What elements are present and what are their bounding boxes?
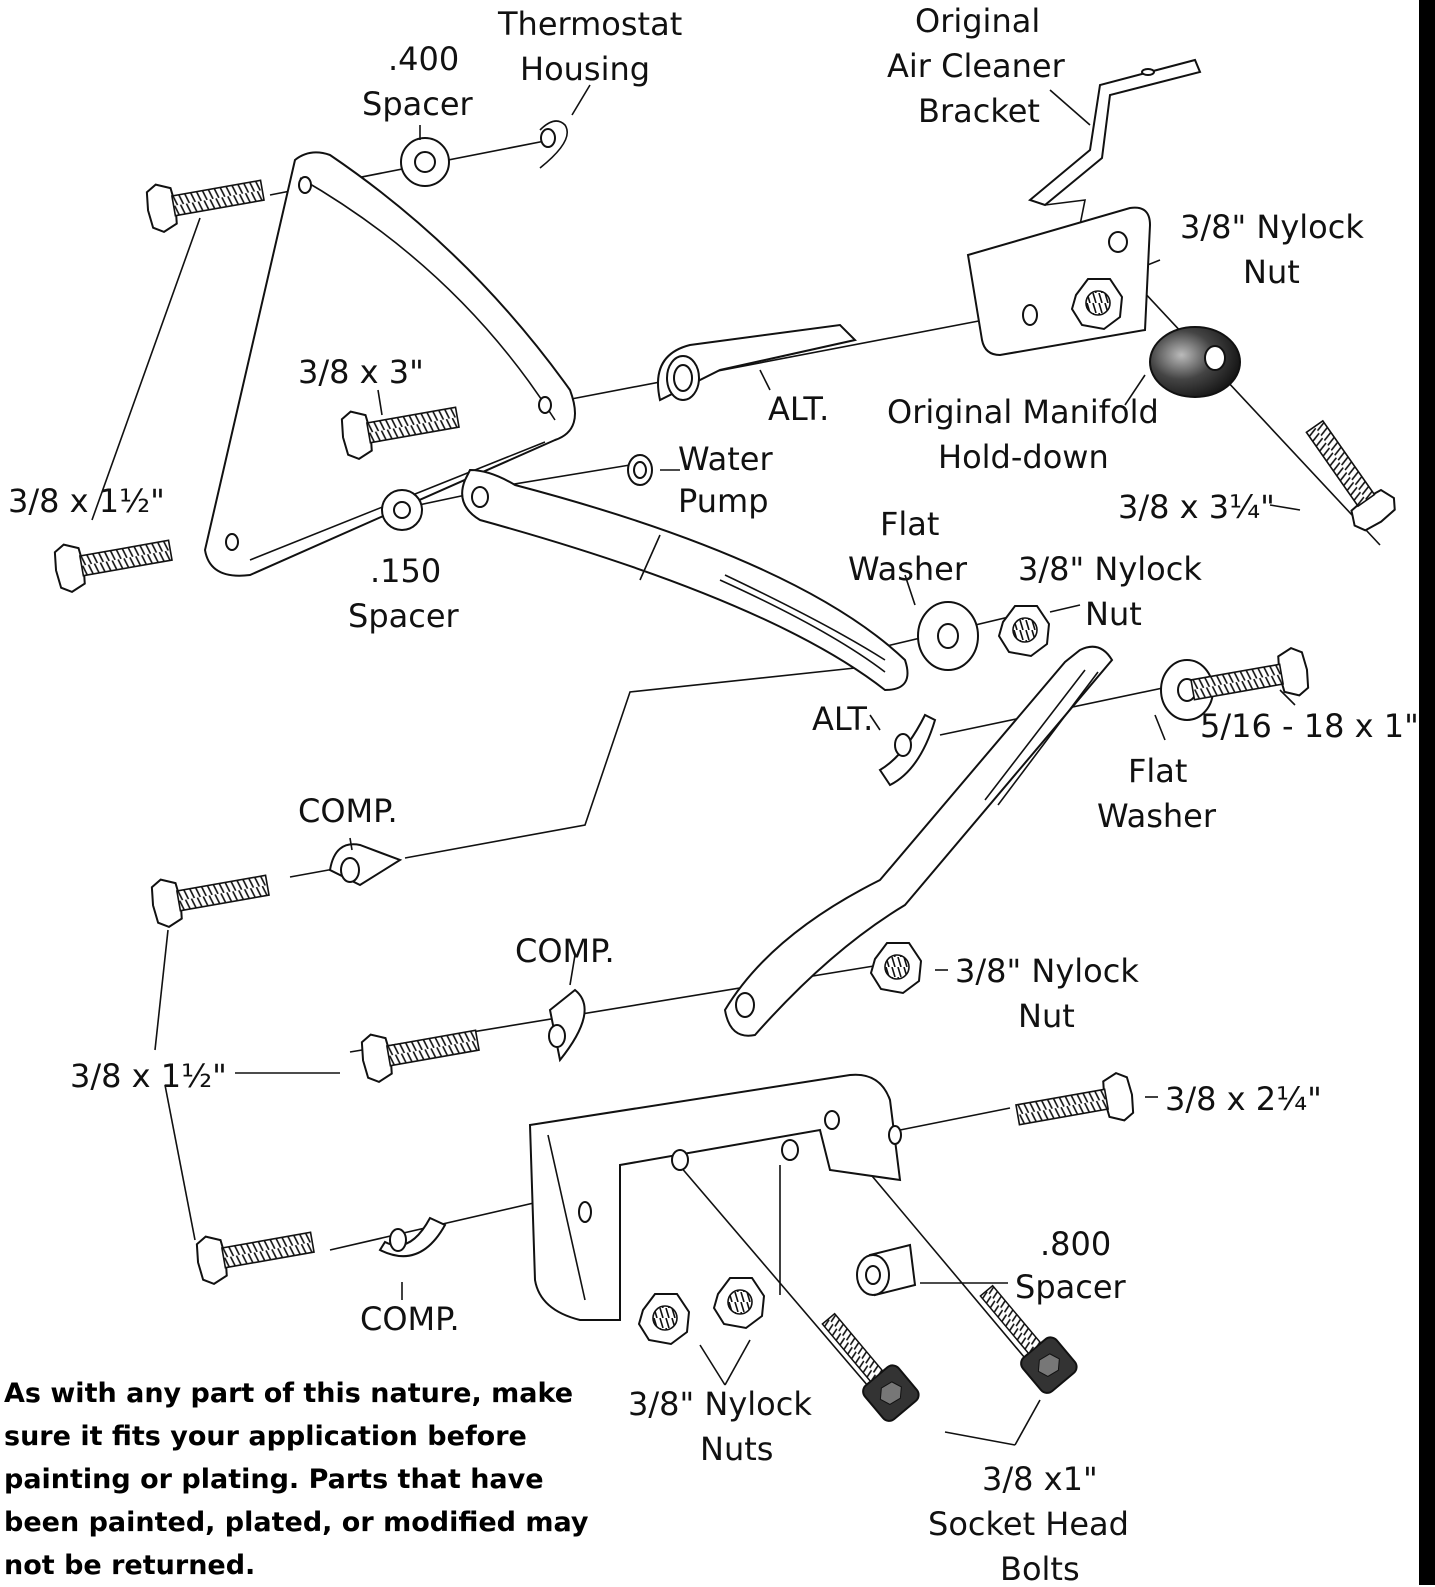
label-comp-3: COMP. (360, 1300, 460, 1338)
bolt-comp-3 (192, 1217, 318, 1287)
label-nylock-nuts-line2: Nuts (700, 1430, 773, 1468)
label-flat-washer2-line1: Flat (1128, 752, 1187, 790)
bolt-3-8x3-25 (1293, 411, 1402, 537)
label-comp-2: COMP. (515, 932, 615, 970)
labels: Thermostat Housing .400 Spacer Original … (8, 2, 1419, 1585)
label-spacer150-line1: .150 (370, 552, 441, 590)
air-cleaner-bracket (1027, 58, 1202, 226)
bolt-comp-1 (147, 860, 273, 930)
label-nylock-low-line2: Nut (1018, 997, 1075, 1035)
label-spacer400-line1: .400 (388, 40, 459, 78)
label-air-cleaner-line1: Original (915, 2, 1040, 40)
alternator-ear (657, 323, 857, 402)
alternator-lower-tab (878, 713, 937, 787)
label-spacer150-line2: Spacer (348, 597, 460, 635)
nylock-nut-a (638, 1293, 690, 1345)
label-bolt-3-8x1-5-top: 3/8 x 1½" (8, 482, 165, 520)
compressor-tab-1 (328, 843, 403, 887)
label-nylock-mid-line2: Nut (1085, 595, 1142, 633)
label-alt-2: ALT. (812, 700, 873, 738)
label-pointers (349, 84, 1301, 1446)
spacer-150 (381, 489, 423, 531)
label-nylock-top-line1: 3/8" Nylock (1180, 208, 1364, 246)
socket-head-bolt-2 (979, 1284, 1078, 1394)
bolt-3-8x1-5-top (142, 165, 268, 235)
bolt-3-8x2-25 (1012, 1070, 1138, 1140)
nylock-nut-mid (998, 605, 1050, 657)
flat-washer-1 (917, 601, 979, 671)
compressor-adjuster-arm (723, 645, 1114, 1037)
alternator-adjuster-arm (461, 468, 909, 692)
label-flat-washer1-line2: Washer (848, 550, 968, 588)
label-water-pump-line1: Water (678, 440, 773, 478)
nylock-nut-b (713, 1277, 765, 1329)
label-bolt-5-16: 5/16 - 18 x 1" (1200, 707, 1419, 745)
label-bolt-3-8x3: 3/8 x 3" (298, 353, 424, 391)
label-socket-line1: 3/8 x1" (982, 1460, 1098, 1498)
manifold-hold-down (1149, 326, 1241, 398)
label-bolt-3-8x3-25: 3/8 x 3¼" (1118, 488, 1275, 526)
label-thermostat-line2: Housing (520, 50, 650, 88)
spacer-800 (856, 1243, 917, 1297)
compressor-tab-3 (378, 1216, 447, 1258)
label-alt-1: ALT. (768, 390, 829, 428)
thermostat-housing-tab (539, 120, 568, 169)
compressor-tab-2 (548, 988, 586, 1063)
label-spacer800-line2: Spacer (1015, 1268, 1127, 1306)
bolt-3-8x1-5-left (50, 525, 176, 595)
label-nylock-nuts-line1: 3/8" Nylock (628, 1385, 812, 1423)
label-thermostat-line1: Thermostat (497, 5, 682, 43)
nylock-nut-low (870, 942, 922, 994)
compressor-bracket (528, 1073, 902, 1321)
label-spacer800-line1: .800 (1040, 1225, 1111, 1263)
label-socket-line2: Socket Head (928, 1505, 1129, 1543)
label-nylock-top-line2: Nut (1243, 253, 1300, 291)
label-air-cleaner-line2: Air Cleaner (887, 47, 1066, 85)
label-nylock-low-line1: 3/8" Nylock (955, 952, 1139, 990)
label-manifold-line2: Hold-down (938, 438, 1109, 476)
label-bolt-3-8x2-25: 3/8 x 2¼" (1165, 1080, 1322, 1118)
manifold-plate (966, 206, 1152, 357)
label-manifold-line1: Original Manifold (887, 393, 1159, 431)
disclaimer-note: As with any part of this nature, make su… (4, 1378, 589, 1581)
label-comp-1: COMP. (298, 792, 398, 830)
page-border (1419, 0, 1435, 1585)
water-pump-tab (627, 454, 653, 486)
label-spacer400-line2: Spacer (362, 85, 474, 123)
label-bolt-3-8x1-5-low: 3/8 x 1½" (70, 1057, 227, 1095)
socket-head-bolt-1 (821, 1312, 920, 1422)
label-socket-line3: Bolts (1000, 1550, 1080, 1585)
label-flat-washer1-line1: Flat (880, 505, 939, 543)
bolt-comp-2 (357, 1015, 483, 1085)
label-air-cleaner-line3: Bracket (918, 92, 1040, 130)
label-nylock-mid-line1: 3/8" Nylock (1018, 550, 1202, 588)
label-flat-washer2-line2: Washer (1097, 797, 1217, 835)
spacer-400 (400, 137, 450, 187)
label-water-pump-line2: Pump (678, 482, 769, 520)
